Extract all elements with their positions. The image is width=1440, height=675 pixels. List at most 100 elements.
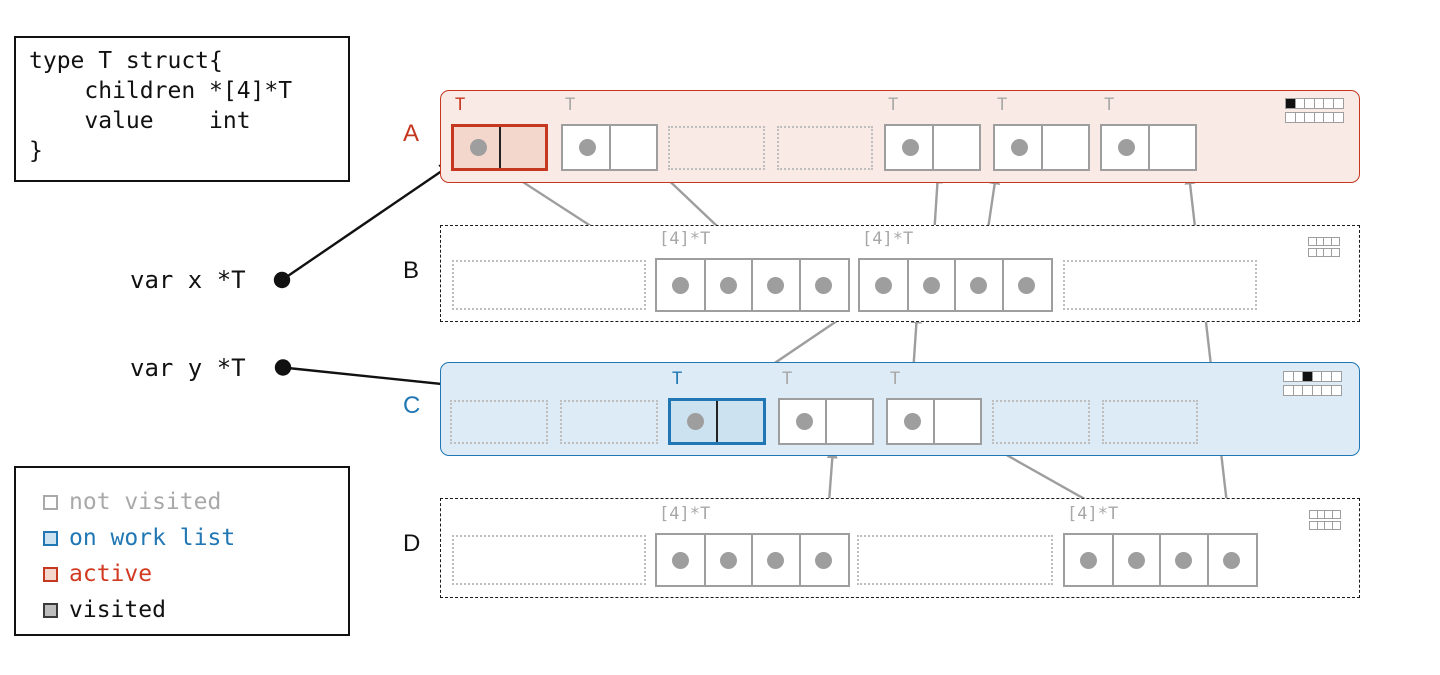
array-cell-B-a0 — [655, 258, 850, 312]
type-label: T — [888, 95, 899, 115]
legend-item-not-visited: not visited — [43, 488, 221, 516]
legend-label: on work list — [69, 525, 236, 551]
mark-bit-clear — [1332, 112, 1344, 123]
field-divider — [825, 400, 827, 443]
variable-origin-dot — [273, 271, 291, 289]
worklist-swatch-icon — [43, 530, 58, 546]
pointer-dot — [579, 139, 596, 156]
legend-item-worklist: on work list — [43, 524, 235, 552]
field-divider — [1147, 126, 1150, 169]
span-label-C: C — [403, 392, 421, 419]
pointer-dot — [1017, 276, 1035, 294]
free-cell-B-f1 — [1063, 260, 1257, 310]
type-label: T — [565, 95, 576, 115]
type-label: [4]*T — [862, 229, 914, 249]
pointer-dot — [1127, 551, 1145, 569]
pointer-dot — [875, 276, 893, 294]
pointer-dot — [767, 551, 785, 569]
pointer-dot — [470, 139, 487, 156]
type-label: T — [997, 95, 1008, 115]
struct-cell-C-s4 — [886, 398, 982, 445]
legend-label: not visited — [69, 489, 222, 515]
pointer-dot — [814, 551, 832, 569]
variable-label-x: var x *T — [130, 266, 246, 294]
mark-bit-clear — [1330, 237, 1340, 246]
mark-bits-icon-A — [1285, 98, 1344, 123]
array-cell-D-a1 — [1063, 533, 1258, 587]
struct-definition-box: type T struct{ children *[4]*T value int… — [14, 36, 350, 182]
field-divider — [931, 126, 934, 169]
free-cell-C-s1 — [560, 400, 658, 444]
field-divider — [608, 126, 611, 169]
struct-cell-A-s4 — [884, 124, 981, 171]
pointer-dot — [814, 276, 832, 294]
free-cell-C-s5 — [992, 400, 1090, 444]
field-divider — [716, 401, 718, 442]
span-label-D: D — [403, 530, 421, 557]
element-divider — [1001, 260, 1004, 310]
struct-cell-A-s5 — [993, 124, 1090, 171]
element-divider — [1159, 535, 1161, 585]
pointer-dot — [672, 276, 690, 294]
struct-cell-C-s3 — [778, 398, 874, 445]
legend-item-visited: visited — [43, 596, 166, 624]
type-label: [4]*T — [659, 229, 711, 249]
type-label: T — [455, 95, 466, 115]
element-divider — [1111, 535, 1114, 585]
type-label: [4]*T — [659, 504, 711, 524]
element-divider — [1206, 535, 1209, 585]
mark-bits-row — [1308, 248, 1340, 257]
pointer-dot — [767, 276, 785, 294]
type-label: T — [672, 369, 683, 389]
pointer-dot — [970, 276, 988, 294]
pointer-dot — [1118, 139, 1135, 156]
array-cell-D-a0 — [655, 533, 850, 587]
variable-origin-dot — [274, 359, 292, 376]
mark-bit-clear — [1330, 248, 1340, 257]
free-cell-D-f0 — [452, 535, 646, 585]
element-divider — [798, 260, 801, 310]
mark-bit-clear — [1330, 371, 1342, 382]
mark-bits-row — [1309, 510, 1341, 519]
mark-bit-clear — [1331, 521, 1341, 530]
mark-bits-row — [1308, 237, 1340, 246]
element-divider — [954, 260, 956, 310]
variable-label-y: var y *T — [130, 354, 246, 382]
struct-cell-A-s6 — [1100, 124, 1197, 171]
pointer-dot — [796, 413, 813, 430]
field-divider — [498, 127, 501, 168]
mark-bit-clear — [1330, 385, 1342, 396]
mark-bit-clear — [1331, 510, 1341, 519]
mark-bits-row — [1283, 385, 1342, 396]
pointer-dot — [1080, 551, 1098, 569]
free-cell-C-s6 — [1102, 400, 1198, 444]
struct-cell-A-s1 — [561, 124, 658, 171]
pointer-dot — [1011, 139, 1028, 156]
pointer-dot — [719, 276, 737, 294]
element-divider — [703, 535, 706, 585]
type-label: T — [1104, 95, 1115, 115]
pointer-dot — [904, 413, 921, 430]
pointer-dot — [1175, 551, 1193, 569]
element-divider — [751, 260, 753, 310]
array-cell-B-a1 — [858, 258, 1053, 312]
free-cell-B-f0 — [452, 260, 646, 310]
not-visited-swatch-icon — [43, 494, 58, 510]
type-label: T — [782, 369, 793, 389]
type-label: [4]*T — [1067, 504, 1119, 524]
free-cell-D-f1 — [857, 535, 1053, 585]
element-divider — [906, 260, 909, 310]
mark-bits-row — [1285, 112, 1344, 123]
legend-item-active: active — [43, 560, 152, 588]
mark-bits-row — [1285, 98, 1344, 109]
free-cell-C-s0 — [450, 400, 548, 444]
span-label-B: B — [403, 257, 420, 284]
field-divider — [933, 400, 935, 443]
free-cell-A-s3 — [777, 126, 873, 170]
span-label-A: A — [403, 120, 420, 147]
element-divider — [703, 260, 706, 310]
element-divider — [751, 535, 753, 585]
mark-bits-icon-C — [1283, 371, 1342, 396]
pointer-dot — [922, 276, 940, 294]
